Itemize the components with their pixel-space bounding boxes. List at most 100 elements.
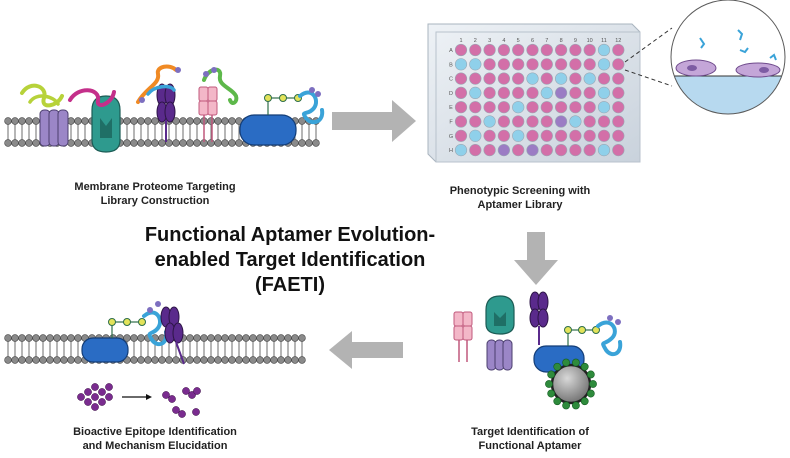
plate-well	[540, 115, 553, 128]
lipid-head	[123, 117, 131, 125]
lipid-head	[172, 139, 180, 147]
dot-icon	[203, 71, 209, 77]
lipid-head	[228, 117, 236, 125]
plate-well	[512, 101, 525, 114]
dot-icon	[175, 67, 181, 73]
aptamer-blue-small-icon	[146, 84, 176, 96]
lipid-head	[137, 117, 145, 125]
plate-well	[526, 58, 539, 71]
plate-well	[540, 86, 553, 99]
lipid-head	[193, 117, 201, 125]
streptavidin-icon	[547, 389, 556, 398]
lipid-head	[137, 334, 145, 342]
plate-row-label: H	[449, 148, 453, 154]
plate-well	[554, 129, 568, 142]
epitope-fragments-icon	[162, 387, 201, 418]
amino-acid-bead	[84, 398, 92, 406]
plate-well	[554, 144, 568, 157]
purple-receptor-icon	[160, 306, 185, 365]
amino-acid-bead	[91, 383, 99, 391]
plate-well	[612, 101, 625, 114]
blue-target-protein-icon	[239, 114, 297, 146]
plate-well	[454, 86, 468, 99]
aptamer-tiny-icon	[699, 37, 706, 49]
lipid-head	[298, 139, 306, 147]
plate-well	[583, 144, 596, 157]
lipid-head	[228, 139, 236, 147]
plate-well	[569, 43, 582, 57]
lipid-head	[74, 139, 82, 147]
lipid-head	[179, 117, 187, 125]
plate-well	[540, 72, 553, 85]
lipid-head	[284, 334, 292, 342]
cell-zoom-circle	[670, 0, 786, 115]
lipid-head	[256, 356, 264, 364]
lipid-head	[18, 139, 26, 147]
lipid-head	[158, 139, 166, 147]
plate-well	[454, 43, 468, 57]
plate-well	[469, 43, 482, 57]
plate-well	[583, 72, 596, 85]
lipid-head	[4, 117, 12, 125]
plate-well	[497, 144, 511, 157]
lipid-head	[298, 334, 306, 342]
plate-well	[469, 58, 482, 71]
lipid-head	[60, 356, 68, 364]
plate-well	[469, 129, 482, 142]
plate-well	[454, 58, 468, 71]
lipid-head	[193, 334, 201, 342]
lipid-head	[53, 356, 61, 364]
caption-phenotypic-screening: Phenotypic Screening with Aptamer Librar…	[420, 184, 620, 212]
diagram-title: Functional Aptamer Evolution- enabled Ta…	[130, 223, 450, 298]
plate-well	[497, 58, 511, 71]
plate-column-label: 12	[615, 38, 621, 44]
lipid-head	[249, 356, 257, 364]
plate-well	[483, 43, 496, 57]
caption-line: Bioactive Epitope Identification	[73, 426, 237, 438]
linker-chain-icon	[564, 326, 600, 346]
streptavidin-icon	[553, 362, 562, 371]
title-line: (FAETI)	[255, 274, 325, 296]
plate-well	[469, 115, 482, 128]
lipid-head	[284, 356, 292, 364]
lipid-head	[305, 139, 313, 147]
aptamer-magenta-icon	[68, 88, 116, 108]
plate-well	[569, 144, 582, 157]
lipid-head	[74, 356, 82, 364]
plate-well	[583, 115, 596, 128]
title-line: enabled Target Identification	[154, 249, 426, 271]
protein-digest-cluster-icon	[77, 383, 113, 411]
lipid-head	[277, 334, 285, 342]
plate-well	[526, 101, 539, 114]
lipid-head	[32, 334, 40, 342]
caption-epitope-identification: Bioactive Epitope Identification and Mec…	[40, 425, 270, 453]
dot-icon	[139, 97, 145, 103]
plate-well	[597, 72, 611, 85]
lipid-head	[179, 139, 187, 147]
lipid-head	[235, 356, 243, 364]
caption-target-identification: Target Identification of Functional Apta…	[440, 425, 620, 453]
lipid-head	[46, 356, 54, 364]
arrow-down-icon	[514, 232, 558, 285]
amino-acid-bead	[172, 406, 180, 414]
plate-well	[612, 72, 625, 85]
dot-icon	[615, 319, 621, 325]
lipid-head	[242, 356, 250, 364]
lipid-head	[235, 334, 243, 342]
plate-well	[526, 86, 539, 99]
dot-icon	[211, 67, 217, 73]
plate-well	[497, 72, 511, 85]
aptamer-blue-icon	[142, 310, 169, 347]
amino-acid-bead	[162, 391, 170, 399]
lipid-head	[256, 334, 264, 342]
lipid-head	[207, 334, 215, 342]
plate-well	[512, 72, 525, 85]
lipid-head	[18, 334, 26, 342]
lipid-head	[67, 356, 75, 364]
plate-well	[583, 129, 596, 142]
plate-well	[512, 115, 525, 128]
lipid-head	[46, 334, 54, 342]
lipid-head	[11, 139, 19, 147]
